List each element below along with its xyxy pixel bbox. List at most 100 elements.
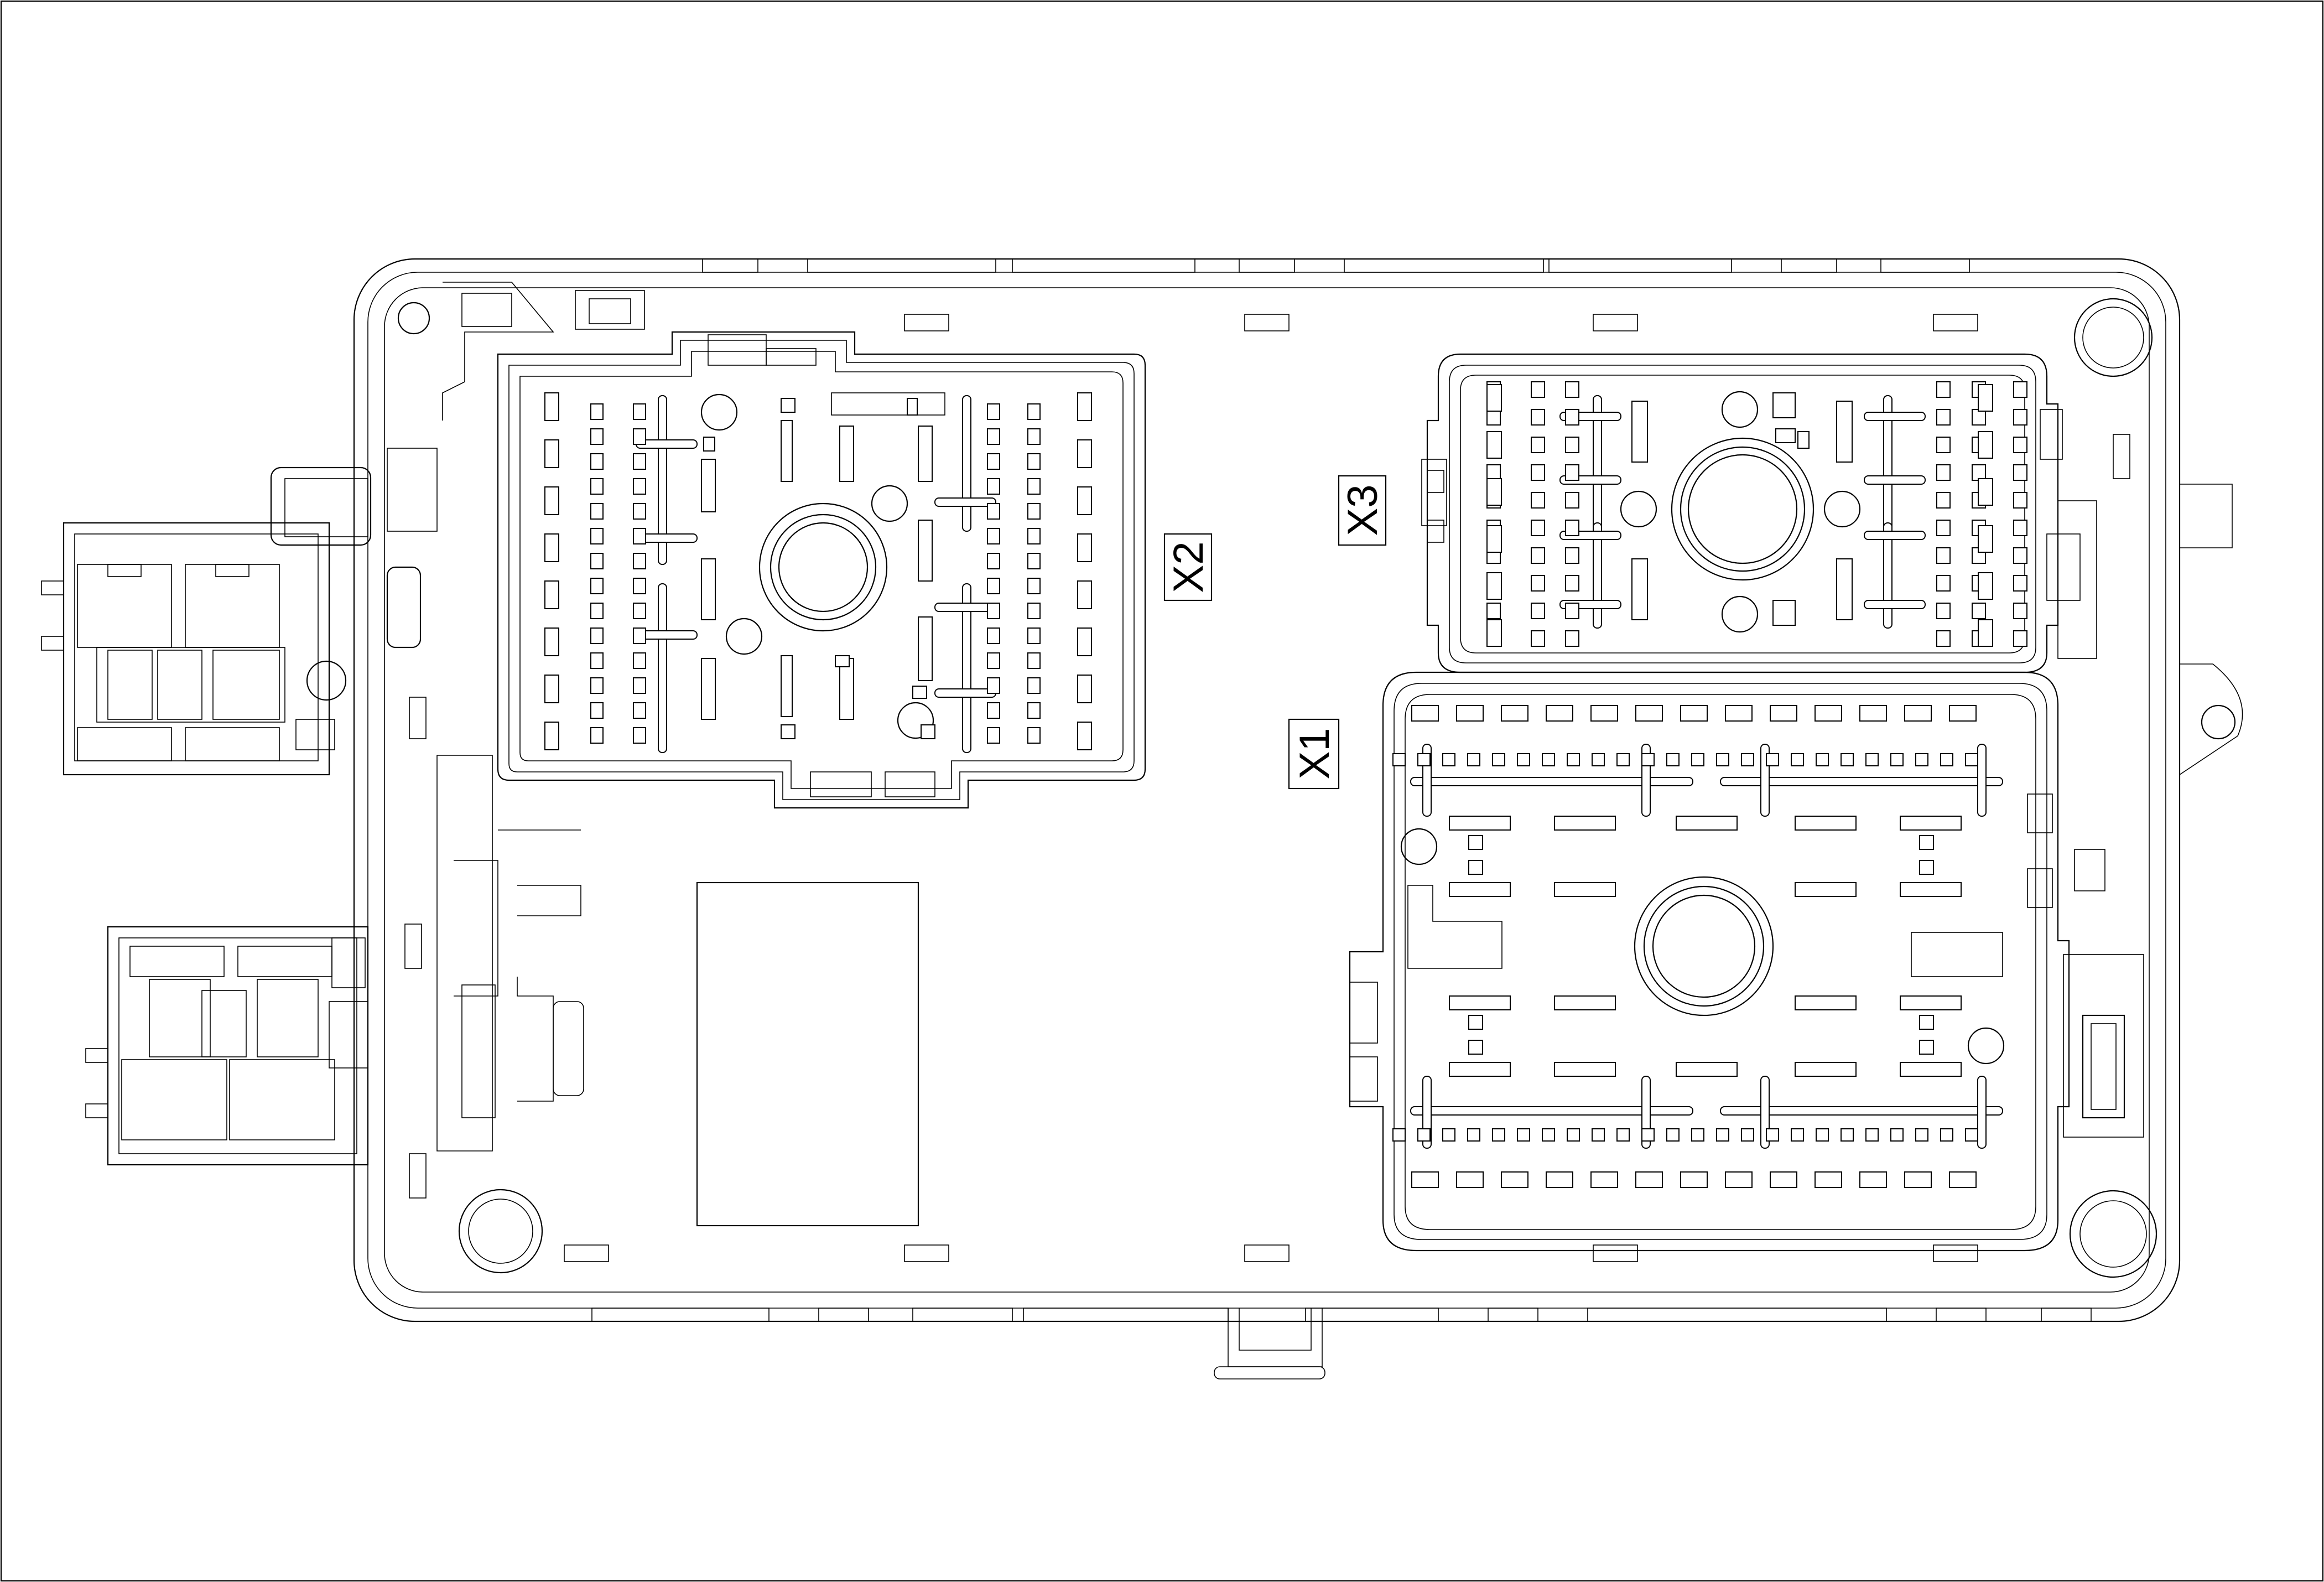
pin-slot	[1467, 753, 1480, 766]
pin-slot	[1691, 1128, 1704, 1142]
pin-slot	[1531, 437, 1545, 453]
pin-slot	[987, 652, 1000, 669]
pin-slot	[633, 503, 646, 520]
pin-slot	[1417, 1128, 1431, 1142]
pin-slot	[1565, 520, 1579, 536]
pin-slot	[633, 528, 646, 544]
pin-slot	[1392, 1128, 1406, 1142]
pin-slot	[987, 478, 1000, 495]
pin-slot	[1791, 1128, 1804, 1142]
pin-slot	[2013, 464, 2027, 481]
pin-slot	[1816, 1128, 1829, 1142]
pin-slot	[1517, 1128, 1530, 1142]
pin-slot	[1565, 575, 1579, 592]
pin-slot	[1859, 705, 1887, 722]
pin-slot	[1027, 528, 1041, 544]
pin-slot	[1027, 603, 1041, 619]
pin-slot	[1949, 705, 1977, 722]
pin-slot	[1486, 572, 1502, 600]
pin-slot	[1565, 409, 1579, 426]
pin-slot	[1592, 1128, 1605, 1142]
mounting-hole-bottom-left	[458, 1189, 543, 1274]
pin-slot	[1716, 1128, 1729, 1142]
pin-slot	[544, 627, 559, 656]
pin-slot	[1442, 1128, 1455, 1142]
label-x2: X2	[1163, 533, 1213, 601]
pin-slot	[1531, 603, 1545, 619]
pin-slot	[544, 439, 559, 468]
pin-slot	[1666, 753, 1680, 766]
pin-slot	[1546, 705, 1573, 722]
pin-slot	[1816, 753, 1829, 766]
pin-slot	[1501, 1171, 1528, 1188]
pin-slot	[1592, 753, 1605, 766]
pin-slot	[1411, 1171, 1439, 1188]
pin-slot	[987, 453, 1000, 470]
pin-slot	[1392, 753, 1406, 766]
pin-slot	[1865, 753, 1879, 766]
pin-slot	[987, 578, 1000, 594]
pin-slot	[1565, 381, 1579, 398]
pin-slot	[1890, 753, 1904, 766]
pin-slot	[590, 478, 604, 495]
pin-slot	[1565, 547, 1579, 564]
pin-slot	[1936, 520, 1951, 536]
pin-slot	[1531, 492, 1545, 509]
pin-slot	[1486, 619, 1502, 647]
pin-slot	[1531, 464, 1545, 481]
pin-slot	[1531, 547, 1545, 564]
pin-slot	[590, 578, 604, 594]
pin-slot	[590, 403, 604, 420]
pin-slot	[2013, 409, 2027, 426]
pin-slot	[1915, 753, 1928, 766]
pin-slot	[633, 553, 646, 569]
pin-slot	[1027, 702, 1041, 719]
pin-slot	[544, 675, 559, 703]
pin-slot	[1841, 753, 1854, 766]
pin-slot	[1027, 578, 1041, 594]
pin-slot	[1411, 705, 1439, 722]
pin-slot	[987, 553, 1000, 569]
pin-slot	[1890, 1128, 1904, 1142]
pin-slot	[633, 453, 646, 470]
pin-slot	[1904, 1171, 1932, 1188]
pin-slot	[1978, 478, 1993, 506]
pin-slot	[590, 603, 604, 619]
mounting-hole-right-ear	[2201, 704, 2236, 740]
pin-slot	[2013, 630, 2027, 647]
label-x1: X1	[1288, 718, 1340, 790]
pin-slot	[1492, 1128, 1505, 1142]
pin-slot	[1815, 1171, 1842, 1188]
pin-slot	[1741, 1128, 1754, 1142]
pin-slot	[987, 428, 1000, 445]
pin-slot	[633, 702, 646, 719]
pin-slot	[1417, 753, 1431, 766]
pin-slot	[544, 533, 559, 562]
pin-slot	[2013, 381, 2027, 398]
pin-slot	[544, 580, 559, 609]
left-relay-housing-lower	[85, 926, 369, 1166]
pin-slot	[1027, 553, 1041, 569]
pin-slot	[590, 503, 604, 520]
pin-slot	[2013, 547, 2027, 564]
pin-slot	[1517, 753, 1530, 766]
pin-slot	[1725, 1171, 1753, 1188]
pin-slot	[1486, 603, 1501, 619]
pin-slot	[1635, 705, 1663, 722]
left-rail	[270, 282, 645, 1199]
pin-slot	[1077, 439, 1092, 468]
pin-slot	[1565, 464, 1579, 481]
pin-slot	[1936, 437, 1951, 453]
pin-slot	[1442, 753, 1455, 766]
pin-slot	[1077, 580, 1092, 609]
pin-slot	[590, 727, 604, 744]
pin-slot	[590, 677, 604, 694]
pin-slot	[2013, 575, 2027, 592]
mounting-hole-top-right	[2073, 298, 2153, 377]
pin-slot	[1978, 619, 1993, 647]
pin-slot	[1972, 464, 1986, 481]
pin-slot	[590, 528, 604, 544]
pin-slot	[1501, 705, 1528, 722]
pin-slot	[1691, 753, 1704, 766]
